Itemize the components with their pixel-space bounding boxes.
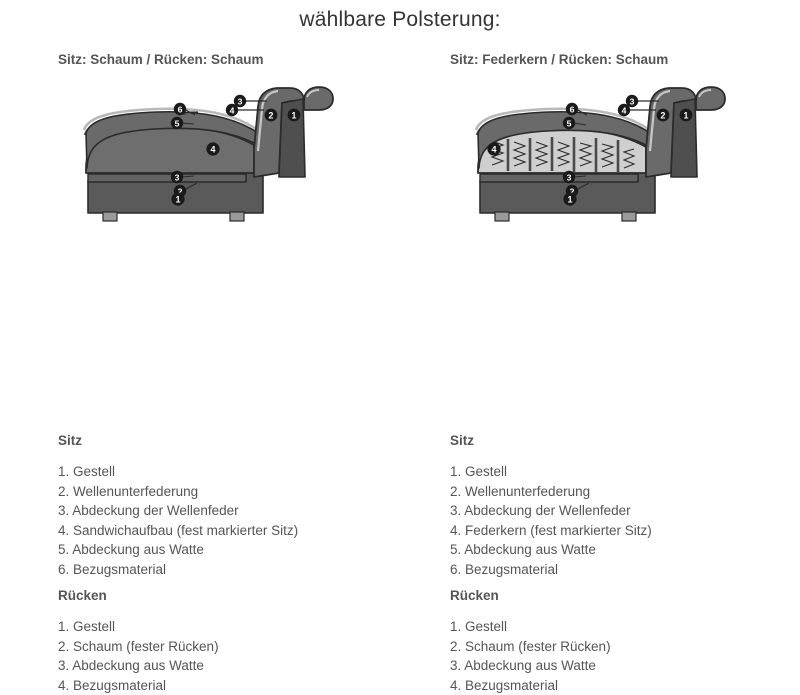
- list-item: 3. Abdeckung aus Watte: [58, 656, 219, 676]
- column-header-foam: Sitz: Schaum / Rücken: Schaum: [58, 52, 418, 67]
- upholstery-info-page: wählbare Polsterung: Sitz: Schaum / Rück…: [0, 0, 800, 518]
- svg-text:4: 4: [622, 105, 627, 115]
- svg-text:2: 2: [661, 111, 666, 121]
- sofa-foot-rear: [622, 212, 636, 221]
- list-item: 2. Wellenunterfederung: [450, 482, 652, 502]
- svg-text:3: 3: [567, 172, 572, 182]
- block-sitz-spring: Sitz 1. Gestell 2. Wellenunterfederung 3…: [450, 433, 652, 579]
- callout-badge-1-back: 1: [288, 109, 301, 122]
- svg-text:5: 5: [175, 118, 180, 128]
- list-item: 1. Gestell: [450, 617, 611, 637]
- svg-text:5: 5: [567, 118, 572, 128]
- sofa-foot-rear: [230, 212, 244, 221]
- list-sitz-foam: 1. Gestell 2. Wellenunterfederung 3. Abd…: [58, 462, 298, 579]
- list-item: 6. Bezugsmaterial: [450, 560, 652, 580]
- svg-text:6: 6: [178, 104, 183, 114]
- list-item: 4. Federkern (fest markierter Sitz): [450, 521, 652, 541]
- svg-text:1: 1: [175, 195, 180, 205]
- list-item: 5. Abdeckung aus Watte: [450, 540, 652, 560]
- column-spring: Sitz: Federkern / Rücken: Schaum: [450, 52, 800, 543]
- block-ruecken-foam: Rücken 1. Gestell 2. Schaum (fester Rück…: [58, 588, 219, 695]
- svg-text:1: 1: [567, 195, 572, 205]
- callout-badge-1-base: 1: [171, 192, 184, 205]
- diagram-spring: 6 5 4 3 2: [450, 73, 800, 233]
- page-title: wählbare Polsterung:: [0, 8, 800, 32]
- svg-text:4: 4: [491, 145, 496, 155]
- section-title-sitz: Sitz: [58, 433, 298, 448]
- list-item: 3. Abdeckung aus Watte: [450, 656, 611, 676]
- callout-badge-5: 5: [563, 117, 575, 129]
- callout-badge-3-seat: 3: [563, 171, 575, 183]
- list-sitz-spring: 1. Gestell 2. Wellenunterfederung 3. Abd…: [450, 462, 652, 579]
- svg-text:6: 6: [570, 104, 575, 114]
- section-title-ruecken: Rücken: [450, 588, 611, 603]
- callout-badge-1-back: 1: [680, 109, 693, 122]
- block-ruecken-spring: Rücken 1. Gestell 2. Schaum (fester Rück…: [450, 588, 611, 695]
- list-item: 2. Schaum (fester Rücken): [450, 637, 611, 657]
- svg-text:1: 1: [684, 111, 689, 121]
- svg-text:3: 3: [175, 172, 180, 182]
- list-item: 4. Sandwichaufbau (fest markierter Sitz): [58, 521, 298, 541]
- svg-text:1: 1: [292, 111, 297, 121]
- column-foam: Sitz: Schaum / Rücken: Schaum: [58, 52, 418, 543]
- callout-badge-2-back: 2: [265, 109, 278, 122]
- callout-badge-6: 6: [566, 103, 578, 115]
- callout-badge-4-seat: 4: [487, 142, 500, 155]
- list-item: 5. Abdeckung aus Watte: [58, 540, 298, 560]
- list-item: 2. Schaum (fester Rücken): [58, 637, 219, 657]
- list-item: 6. Bezugsmaterial: [58, 560, 298, 580]
- callout-badge-6: 6: [174, 103, 186, 115]
- diagram-foam: 6 5 4 3 2: [58, 73, 418, 233]
- callout-badge-4-back: 4: [226, 104, 238, 116]
- svg-text:4: 4: [210, 145, 215, 155]
- svg-text:3: 3: [630, 96, 635, 106]
- list-ruecken-spring: 1. Gestell 2. Schaum (fester Rücken) 3. …: [450, 617, 611, 695]
- list-item: 1. Gestell: [58, 617, 219, 637]
- callout-badge-4-seat: 4: [206, 142, 219, 155]
- svg-text:3: 3: [238, 96, 243, 106]
- section-title-ruecken: Rücken: [58, 588, 219, 603]
- list-item: 4. Bezugsmaterial: [58, 676, 219, 695]
- column-header-spring: Sitz: Federkern / Rücken: Schaum: [450, 52, 800, 67]
- sofa-foot-front: [103, 212, 117, 221]
- callout-badge-5: 5: [171, 117, 183, 129]
- section-title-sitz: Sitz: [450, 433, 652, 448]
- callout-badge-1-base: 1: [563, 192, 576, 205]
- list-item: 4. Bezugsmaterial: [450, 676, 611, 695]
- block-sitz-foam: Sitz 1. Gestell 2. Wellenunterfederung 3…: [58, 433, 298, 579]
- svg-text:4: 4: [230, 105, 235, 115]
- list-ruecken-foam: 1. Gestell 2. Schaum (fester Rücken) 3. …: [58, 617, 219, 695]
- list-item: 1. Gestell: [58, 462, 298, 482]
- list-item: 2. Wellenunterfederung: [58, 482, 298, 502]
- callout-badge-3-seat: 3: [171, 171, 183, 183]
- sofa-wave-spring-cover: [480, 174, 638, 182]
- callout-badge-4-back: 4: [618, 104, 630, 116]
- svg-text:2: 2: [269, 111, 274, 121]
- callout-badge-2-back: 2: [657, 109, 670, 122]
- sofa-wave-spring-cover: [88, 174, 246, 182]
- sofa-foot-front: [495, 212, 509, 221]
- list-item: 1. Gestell: [450, 462, 652, 482]
